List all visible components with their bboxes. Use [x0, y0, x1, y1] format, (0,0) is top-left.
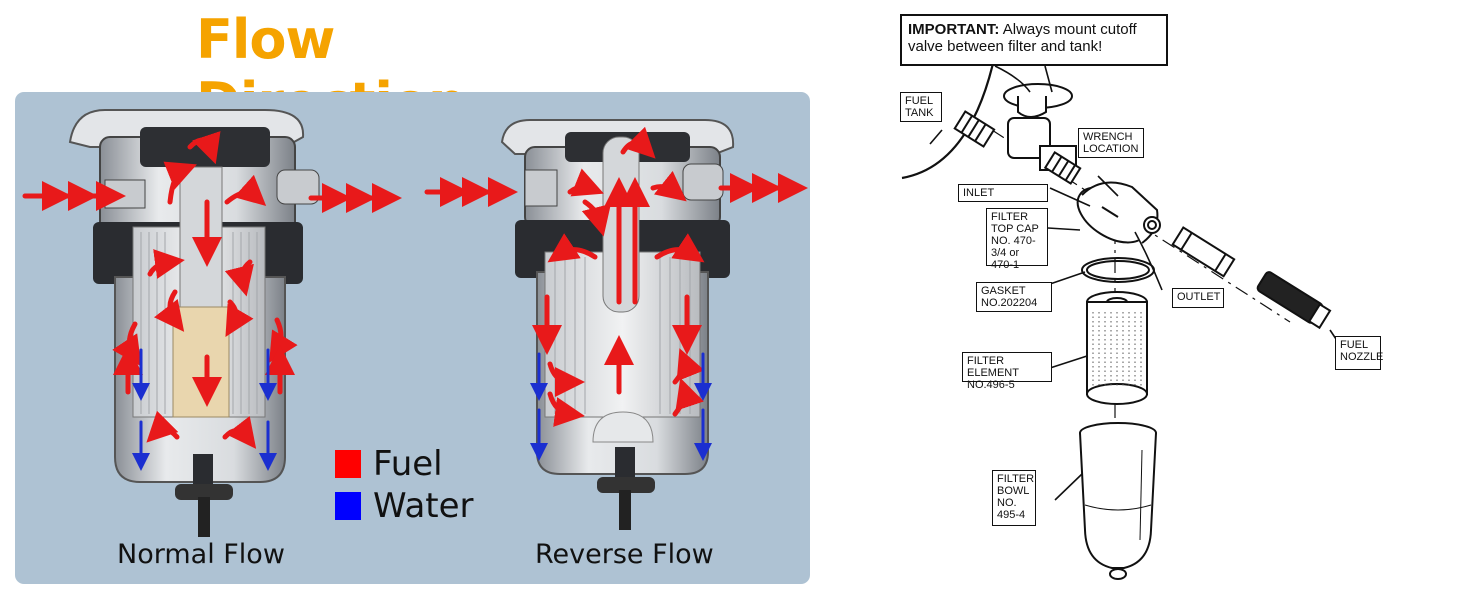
water-color-swatch	[335, 492, 361, 520]
important-text: Always mount cutoff valve between filter…	[908, 21, 1137, 55]
important-notice: IMPORTANT: Always mount cutoff valve bet…	[900, 14, 1168, 66]
callout-inlet: INLET	[958, 184, 1048, 202]
callout-wrench-location: WRENCH LOCATION	[1078, 128, 1144, 158]
normal-flow-arrows	[22, 131, 402, 471]
callout-filter-bowl: FILTER BOWL NO. 495-4	[992, 470, 1036, 526]
reverse-flow-caption: Reverse Flow	[535, 539, 714, 570]
fuel-color-swatch	[335, 450, 361, 478]
legend-item-water: Water	[335, 486, 474, 526]
flow-illustration	[22, 109, 808, 537]
callout-filter-element: FILTER ELEMENT NO.496-5	[962, 352, 1052, 391]
callout-fuel-tank: FUEL TANK	[900, 92, 942, 122]
legend-item-fuel: Fuel	[335, 444, 443, 484]
normal-flow-filter	[68, 109, 320, 537]
legend-label-fuel: Fuel	[373, 444, 443, 484]
exploded-installation-diagram: IMPORTANT: Always mount cutoff valve bet…	[880, 0, 1464, 600]
callout-gasket: GASKET NO.202204	[976, 282, 1052, 312]
callout-filter-top-cap: FILTER TOP CAP NO. 470-3/4 or 470-1	[986, 208, 1048, 271]
reverse-flow-filter	[500, 119, 735, 530]
important-heading: IMPORTANT:	[908, 21, 1000, 38]
reverse-flow-arrows	[424, 126, 808, 461]
normal-flow-caption: Normal Flow	[117, 539, 285, 570]
legend-label-water: Water	[373, 486, 474, 526]
exploded-parts-drawing	[901, 39, 1351, 580]
flow-diagram-panel: Fuel Water Normal Flow Reverse Flow	[15, 92, 810, 584]
callout-outlet: OUTLET	[1172, 288, 1224, 308]
callout-fuel-nozzle: FUEL NOZZLE	[1335, 336, 1383, 370]
